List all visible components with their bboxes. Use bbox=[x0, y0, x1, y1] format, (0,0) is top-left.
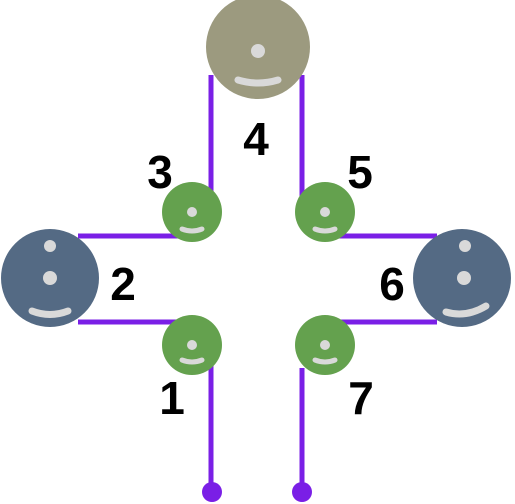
pulley-label-3: 3 bbox=[147, 146, 173, 198]
pulley-2-axle bbox=[43, 271, 57, 285]
pulley-label-7: 7 bbox=[348, 372, 374, 424]
pulley-5 bbox=[295, 182, 355, 242]
pulley-2-upper-dot bbox=[44, 240, 56, 252]
pulley-2-mark bbox=[28, 307, 72, 318]
pulley-label-1: 1 bbox=[159, 372, 185, 424]
pulley-4-axle bbox=[251, 44, 265, 58]
pulley-6-mark bbox=[442, 302, 490, 318]
pulley-7-axle bbox=[320, 340, 330, 350]
pulley-1-mark bbox=[179, 357, 205, 365]
rope-end-group bbox=[202, 482, 312, 502]
pulley-3-axle bbox=[187, 207, 197, 217]
pulley-3 bbox=[162, 182, 222, 242]
pulley-5-mark bbox=[312, 226, 338, 234]
pulley-6 bbox=[413, 229, 511, 327]
pulley-6-upper-dot bbox=[459, 240, 471, 252]
pulley-label-6: 6 bbox=[379, 258, 405, 310]
pulley-3-mark bbox=[179, 226, 205, 234]
label-group: 1 2 3 4 5 6 7 bbox=[110, 113, 405, 424]
pulley-1 bbox=[162, 315, 222, 375]
pulley-7-mark bbox=[312, 357, 338, 365]
pulley-label-5: 5 bbox=[347, 146, 373, 198]
pulley-1-axle bbox=[187, 340, 197, 350]
pulley-5-axle bbox=[320, 207, 330, 217]
rope-end-left bbox=[202, 482, 222, 502]
pulley-4 bbox=[206, 0, 310, 99]
pulley-4-mark bbox=[234, 76, 282, 87]
pulley-6-axle bbox=[457, 271, 471, 285]
rope-end-right bbox=[292, 482, 312, 502]
pulley-label-4: 4 bbox=[243, 113, 269, 165]
pulley-2 bbox=[1, 229, 99, 327]
pulley-7 bbox=[295, 315, 355, 375]
pulley-label-2: 2 bbox=[110, 258, 136, 310]
